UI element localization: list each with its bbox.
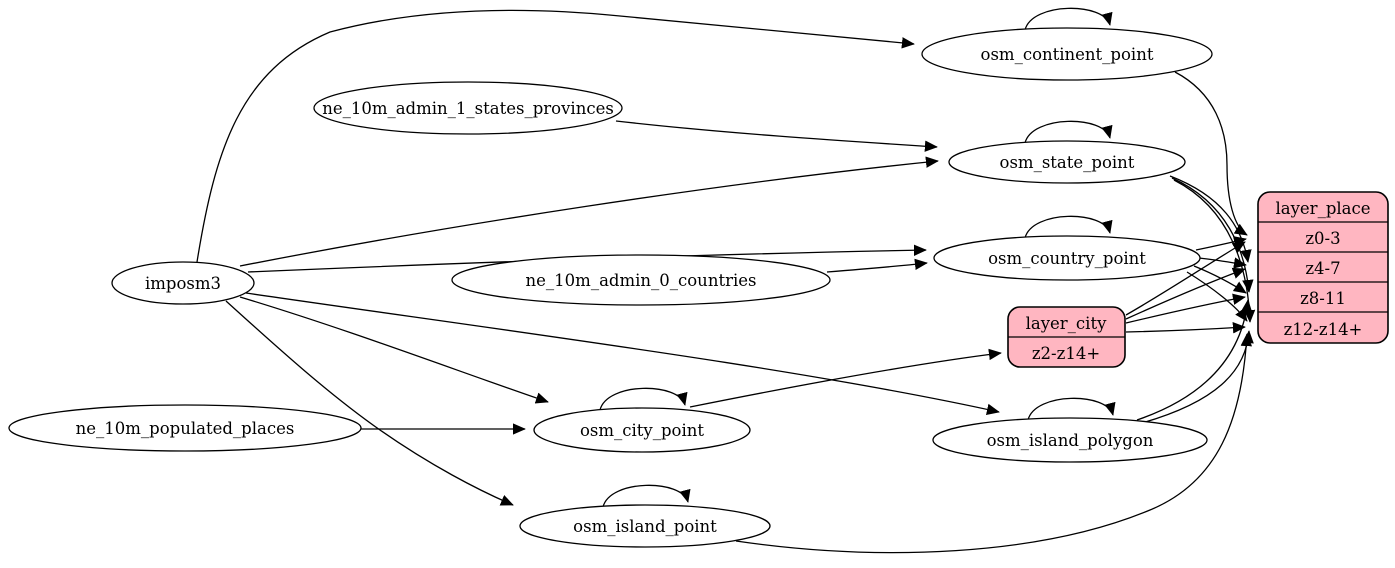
self-loop-osm_island_point [602, 484, 691, 508]
node-ne_10m_admin_0_countries: ne_10m_admin_0_countries [451, 254, 831, 306]
edge-osm_state_point-layer_place-z8-11 [1171, 177, 1254, 293]
osm_island_polygon-shape [932, 417, 1208, 463]
edge-layer_city-layer_place-z0-3 [1125, 241, 1246, 316]
osm_continent_point-label: osm_continent_point [981, 45, 1154, 64]
osm_country_point-shape [933, 235, 1201, 281]
self-loop-osm_island_polygon [1027, 397, 1116, 421]
node-ne_10m_admin_1_states_provinces: ne_10m_admin_1_states_provinces [313, 81, 623, 135]
edge-imposm3-osm_island_point [225, 300, 514, 506]
osm_state_point-shape [948, 140, 1186, 184]
record-layer_place: layer_place z0-3 z4-7 z8-11 z12-z14+ [1257, 191, 1389, 344]
ne_10m_admin_0_countries-label: ne_10m_admin_0_countries [526, 271, 757, 290]
osm_island_polygon-label: osm_island_polygon [987, 431, 1154, 450]
ne_10m_admin_1_states_provinces-label: ne_10m_admin_1_states_provinces [322, 99, 614, 118]
edge-osm_country_point-layer_place-z4-7 [1198, 257, 1247, 269]
edge-imposm3-osm_city_point [239, 296, 549, 404]
node-osm_island_polygon: osm_island_polygon [932, 417, 1208, 463]
edge-ne_10m_admin_0_countries-osm_country_point [826, 258, 928, 273]
edge-osm_country_point-layer_place-z8-11 [1193, 265, 1247, 294]
layer_city-row-z2-z14: z2-z14+ [1032, 344, 1100, 363]
osm_island_point-shape [519, 504, 771, 548]
edge-osm_island_polygon-layer_place-z8-11 [1136, 299, 1253, 421]
edge-layer_city-layer_place-z8-11 [1125, 293, 1246, 324]
edge-imposm3-osm_continent_point [196, 9, 915, 263]
self-loop-osm_country_point [1024, 215, 1113, 239]
node-osm_city_point: osm_city_point [533, 407, 751, 453]
node-imposm3: imposm3 [111, 261, 255, 305]
layer_place-row-z8-11: z8-11 [1300, 289, 1346, 308]
ne_10m_populated_places-label: ne_10m_populated_places [76, 419, 295, 438]
edge-osm_city_point-layer_city-z2-z14 [689, 348, 1002, 408]
node-osm_island_point: osm_island_point [519, 504, 771, 548]
layer_place-row-z12-z14: z12-z14+ [1284, 320, 1363, 339]
edge-osm_island_point-layer_place-z12-z14 [735, 333, 1253, 554]
edge-imposm3-osm_island_polygon [245, 292, 1000, 415]
edge-layer_city-layer_place-z12-z14 [1125, 322, 1246, 334]
osm_city_point-shape [533, 407, 751, 453]
edge-layer_city-layer_place-z4-7 [1125, 267, 1246, 320]
edge-group [196, 7, 1256, 554]
node-osm_continent_point: osm_continent_point [921, 27, 1213, 81]
record-layer_city: layer_city z2-z14+ [1007, 306, 1126, 368]
self-loop-osm_city_point [599, 387, 688, 411]
edge-ne_10m_admin_1_states_provinces-osm_state_point [615, 120, 938, 152]
node-ne_10m_populated_places: ne_10m_populated_places [8, 404, 362, 452]
osm_state_point-label: osm_state_point [1000, 153, 1135, 172]
node-osm_country_point: osm_country_point [933, 235, 1201, 281]
edge-osm_country_point-layer_place-z12-z14 [1186, 271, 1248, 322]
edge-imposm3-osm_state_point [239, 156, 939, 267]
layer_place-header: layer_place [1275, 199, 1370, 218]
osm_country_point-label: osm_country_point [988, 249, 1146, 268]
layer_city-header: layer_city [1026, 314, 1107, 333]
edge-osm_country_point-layer_place-z0-3 [1195, 236, 1247, 251]
imposm3-label: imposm3 [145, 274, 221, 293]
osm_city_point-label: osm_city_point [580, 421, 704, 440]
imposm3-shape [111, 261, 255, 305]
edge-osm_continent_point-layer_place-z0-3 [1174, 71, 1248, 236]
osm_continent_point-shape [921, 27, 1213, 81]
edge-osm_island_polygon-layer_place-z12-z14 [1141, 330, 1254, 424]
ne_10m_admin_1_states_provinces-shape [313, 81, 623, 135]
layer_place-box [1257, 191, 1389, 344]
self-loop-osm_continent_point [1024, 7, 1113, 31]
osm_island_point-label: osm_island_point [573, 517, 717, 536]
ne_10m_admin_0_countries-shape [451, 254, 831, 306]
ne_10m_populated_places-shape [8, 404, 362, 452]
node-osm_state_point: osm_state_point [948, 140, 1186, 184]
self-loop-osm_state_point [1024, 120, 1113, 144]
layer_place-row-z4-7: z4-7 [1305, 259, 1340, 278]
layer_place-row-z0-3: z0-3 [1305, 229, 1340, 248]
